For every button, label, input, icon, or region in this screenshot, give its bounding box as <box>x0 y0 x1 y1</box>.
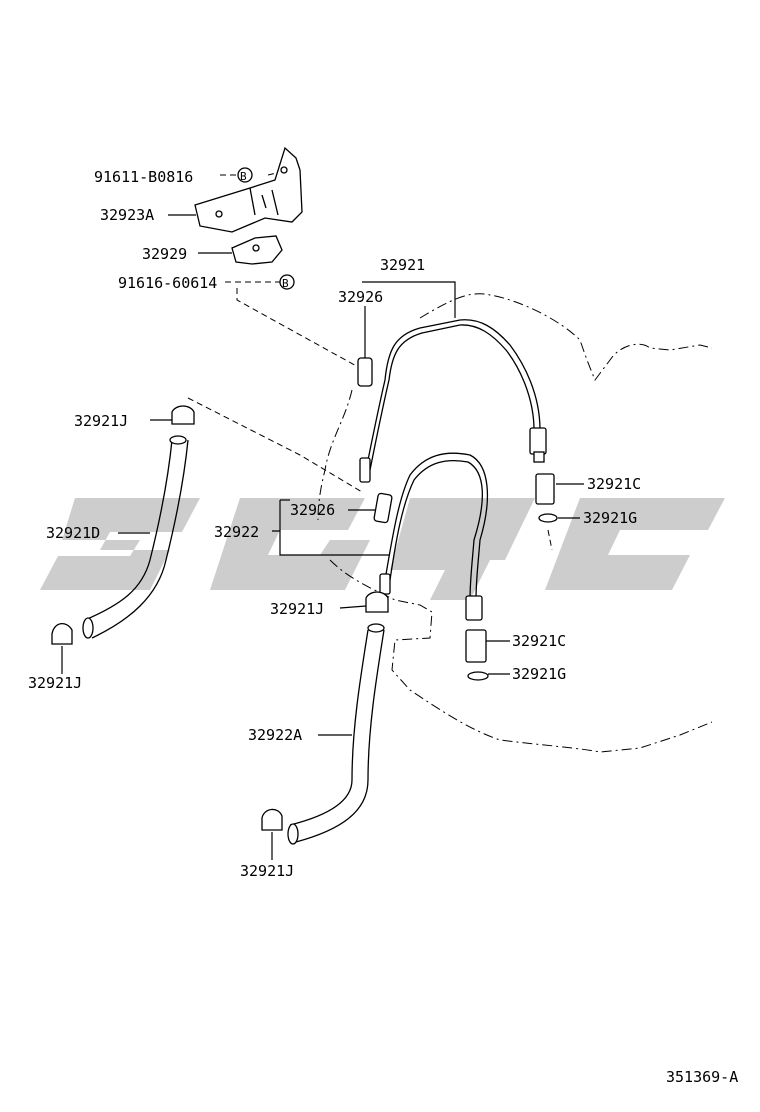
gasket-32921g-lower <box>467 671 489 681</box>
watermark-logo <box>40 498 725 600</box>
label-32926-upper: 32926 <box>338 288 383 306</box>
union-32921c-upper <box>535 473 555 505</box>
union-32921c-lower <box>465 629 487 663</box>
label-32921c-upper: 32921C <box>587 475 641 493</box>
bolt-marker-upper-text: B <box>240 170 247 183</box>
label-32921g-upper: 32921G <box>583 509 637 527</box>
label-32921g-lower: 32921G <box>512 665 566 683</box>
label-91611-b0816: 91611-B0816 <box>94 168 193 186</box>
gasket-32921g-upper <box>538 513 558 523</box>
tube-32921 <box>357 319 547 483</box>
grommet-32926-upper <box>357 357 373 387</box>
label-32926-lower: 32926 <box>290 501 335 519</box>
clip-32921j-left-bottom <box>51 623 73 645</box>
grommet-32926-lower <box>373 492 393 524</box>
bracket-32923a <box>194 146 303 233</box>
label-32921c-lower: 32921C <box>512 632 566 650</box>
label-32921: 32921 <box>380 256 425 274</box>
leader-lines <box>61 214 584 860</box>
bracket-assembly: B B <box>194 146 303 290</box>
union-lower <box>465 629 489 681</box>
label-32921j-mid: 32921J <box>270 600 324 618</box>
hose-32922a <box>287 623 385 845</box>
clip-32921j-mid <box>365 591 389 613</box>
clip-32921j-bottom <box>261 808 283 831</box>
diagram-code: 351369-A <box>666 1068 738 1086</box>
bolt-marker-upper <box>237 167 253 183</box>
bolt-marker-lower-text: B <box>282 277 289 290</box>
hose-clips <box>51 405 389 831</box>
bolt-marker-lower <box>279 274 295 290</box>
union-upper <box>535 473 558 523</box>
label-32921j-bottom: 32921J <box>240 862 294 880</box>
hose-32921d <box>82 435 189 639</box>
label-32922: 32922 <box>214 523 259 541</box>
part-labels: 91611-B0816 32923A 32929 91616-60614 329… <box>28 168 738 1086</box>
label-32921j-left-top: 32921J <box>74 412 128 430</box>
label-32921j-left-bottom: 32921J <box>28 674 82 692</box>
label-32929: 32929 <box>142 245 187 263</box>
label-91616-60614: 91616-60614 <box>118 274 217 292</box>
clip-32921j-left-top <box>171 405 195 425</box>
label-32921d: 32921D <box>46 524 100 542</box>
label-32923a: 32923A <box>100 206 154 224</box>
label-32922a: 32922A <box>248 726 302 744</box>
tube-32922 <box>373 452 489 621</box>
